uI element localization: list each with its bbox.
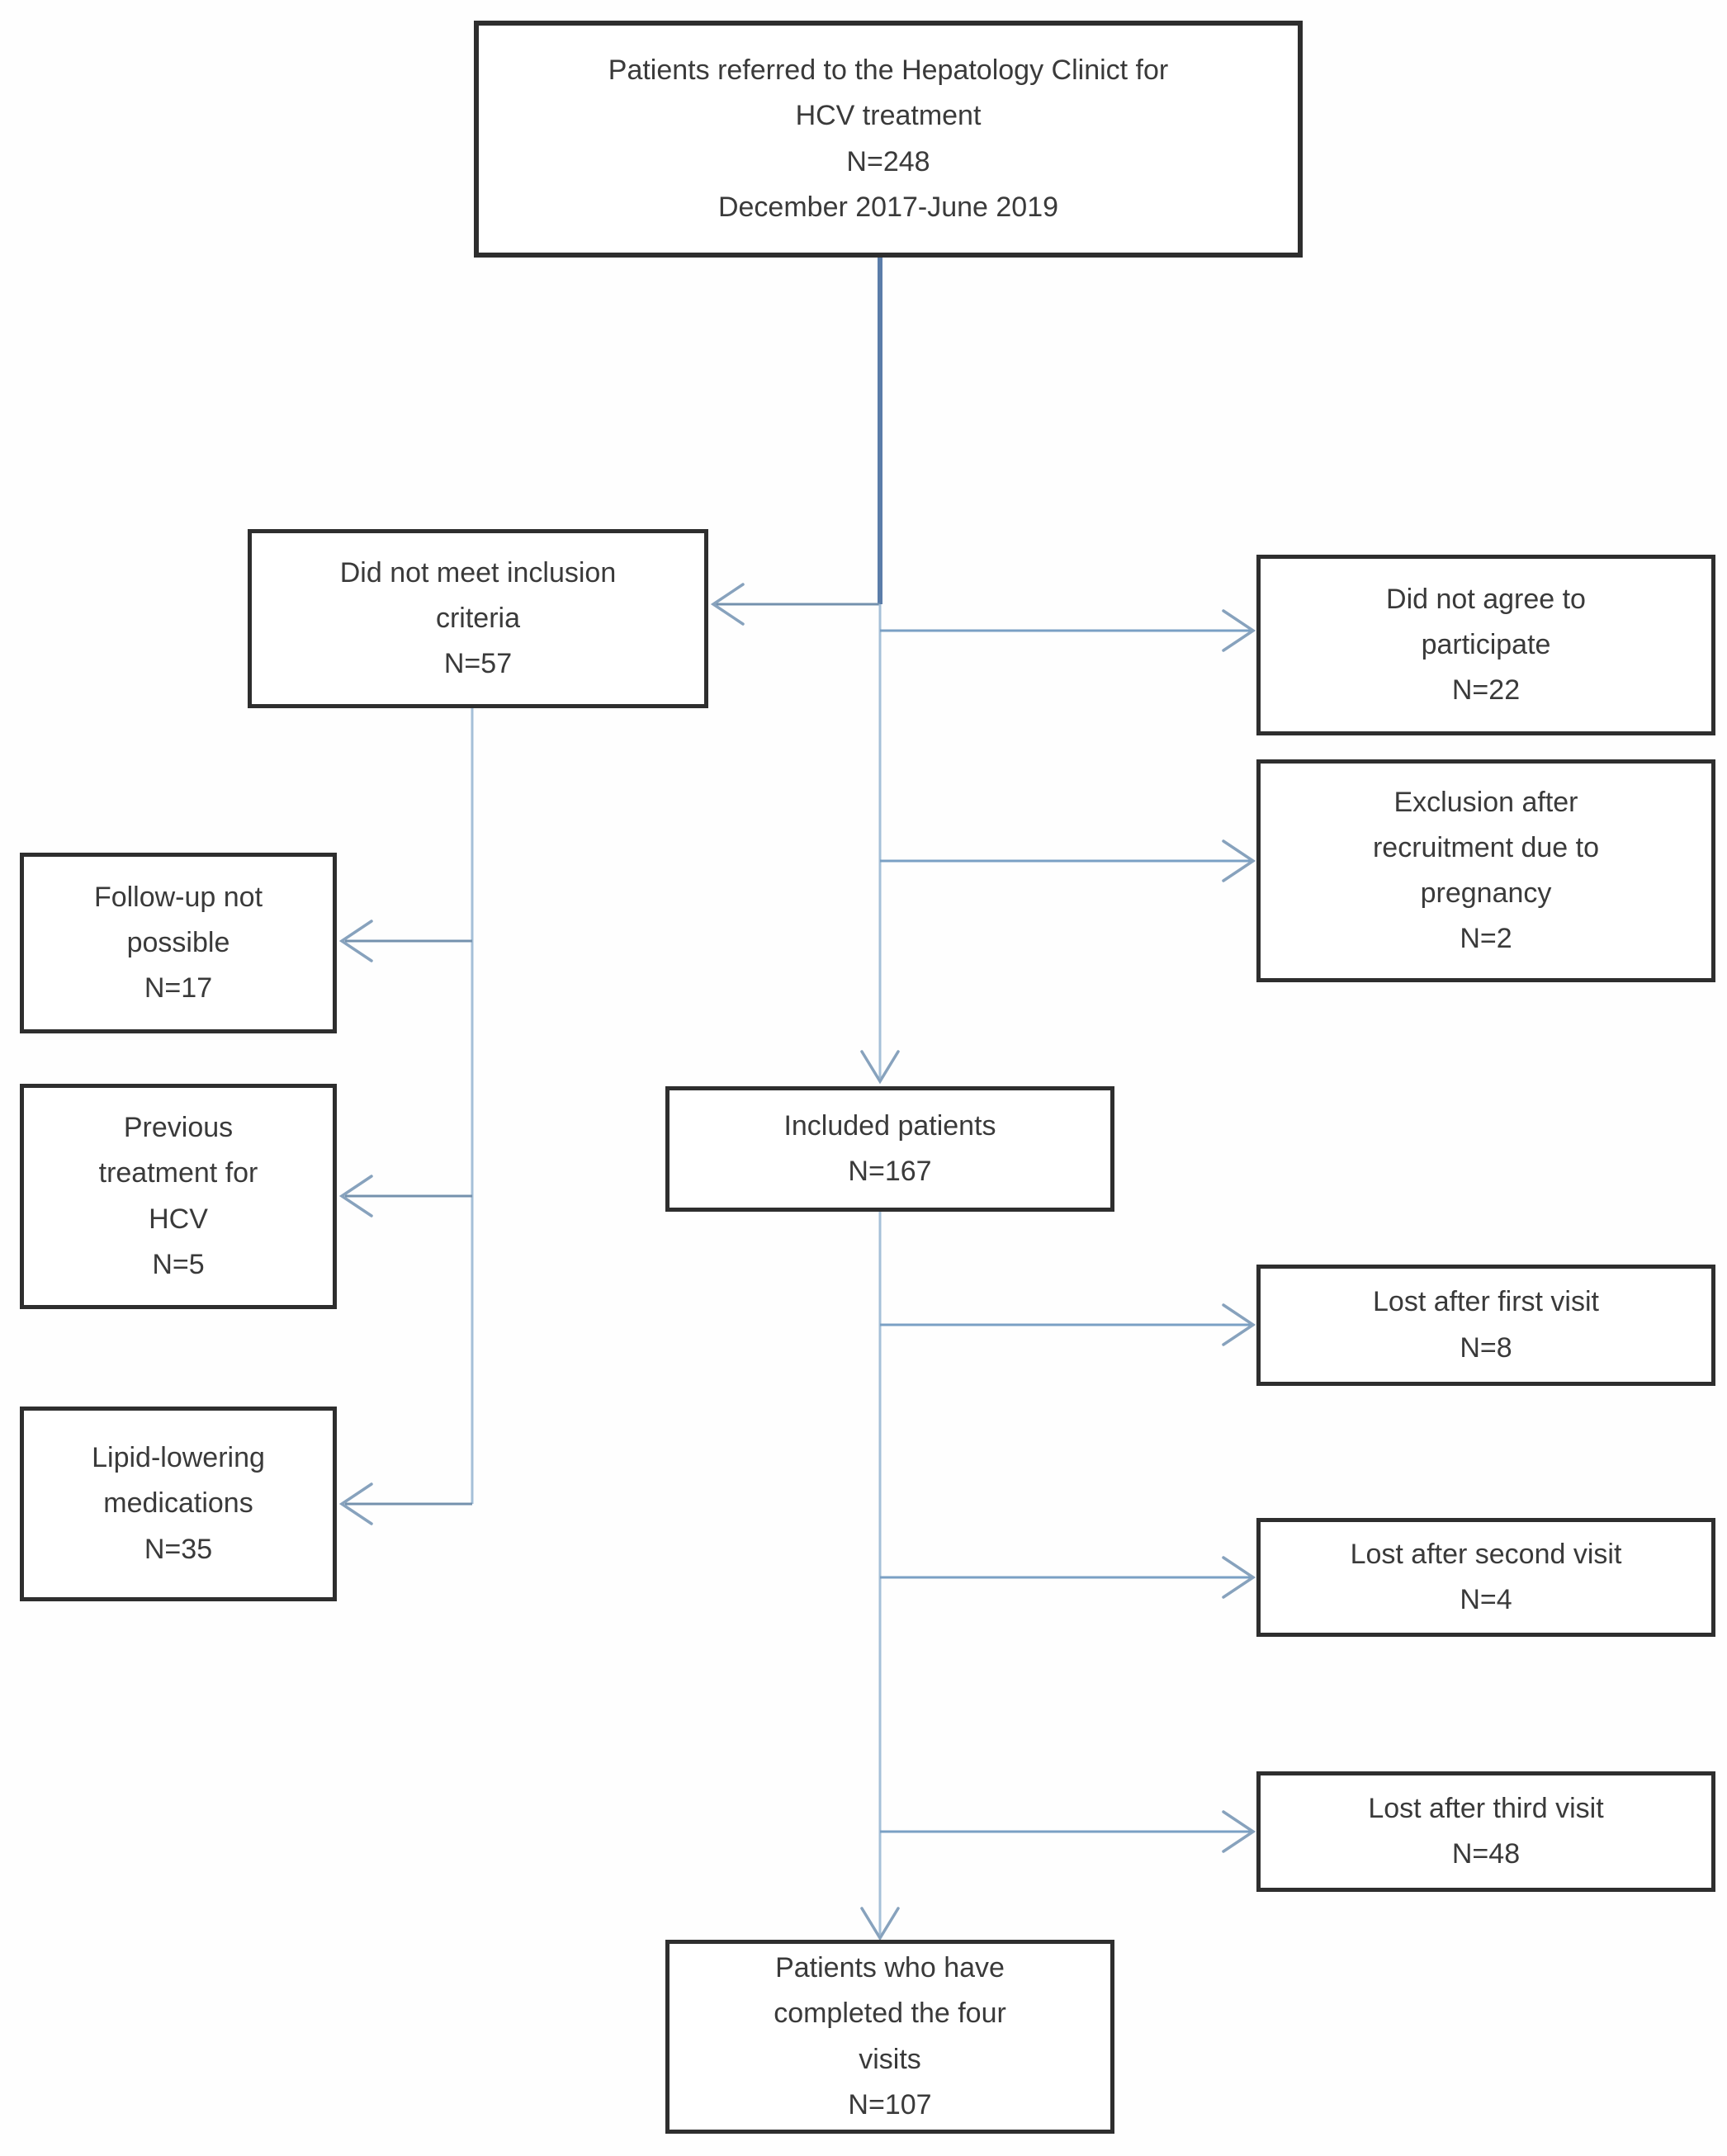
node-not-meet-criteria: Did not meet inclusion criteria N=57: [248, 529, 708, 708]
arrowhead-previous-treatment: [338, 1175, 373, 1217]
node-referred-patients: Patients referred to the Hepatology Clin…: [474, 21, 1303, 258]
arrowhead-lost-second: [1222, 1556, 1256, 1599]
node-not-agree: Did not agree to participate N=22: [1256, 555, 1715, 735]
node-completed-four-visits: Patients who have completed the four vis…: [665, 1940, 1114, 2134]
node-lipid-lowering: Lipid-lowering medications N=35: [20, 1407, 337, 1601]
arrowhead-not-meet-criteria: [710, 583, 745, 626]
arrowhead-completed: [860, 1907, 900, 1941]
arrowhead-lost-first: [1222, 1303, 1256, 1346]
arrowhead-lipid-lowering: [338, 1482, 373, 1525]
node-lost-after-third-visit: Lost after third visit N=48: [1256, 1771, 1715, 1892]
node-lost-after-first-visit: Lost after first visit N=8: [1256, 1265, 1715, 1386]
arrowhead-not-agree: [1222, 609, 1256, 652]
node-previous-treatment: Previous treatment for HCV N=5: [20, 1084, 337, 1309]
arrowhead-lost-third: [1222, 1810, 1256, 1853]
arrowhead-included: [860, 1050, 900, 1085]
arrowhead-exclusion: [1222, 839, 1256, 882]
arrowhead-followup: [338, 920, 373, 962]
node-lost-after-second-visit: Lost after second visit N=4: [1256, 1518, 1715, 1637]
node-exclusion-pregnancy: Exclusion after recruitment due to pregn…: [1256, 759, 1715, 982]
node-followup-not-possible: Follow-up not possible N=17: [20, 853, 337, 1033]
node-included-patients: Included patients N=167: [665, 1086, 1114, 1212]
